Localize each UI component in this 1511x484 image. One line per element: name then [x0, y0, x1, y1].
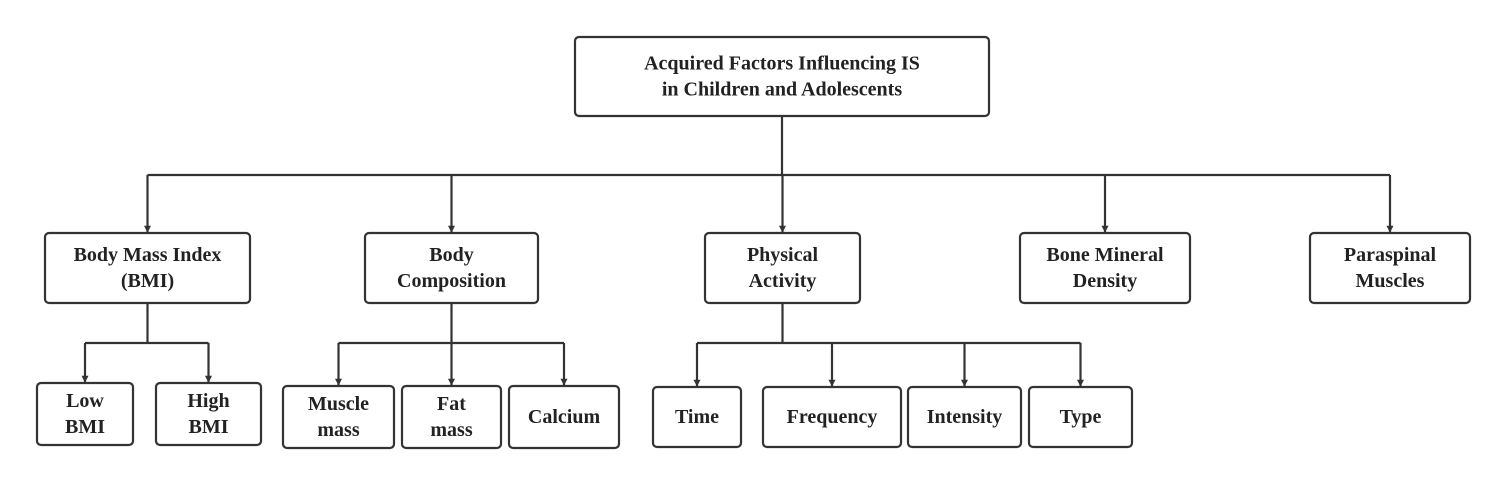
category-node-bmi-box [43, 231, 252, 305]
leaf-node-calcium-label-line-1: Calcium [528, 406, 601, 428]
leaf-node-low-bmi-box [35, 381, 135, 447]
leaf-node-high-bmi-label-line-1: High [187, 390, 229, 412]
category-node-bone-mineral-density-label-line-1: Bone Mineral [1046, 244, 1164, 266]
category-node-body-composition-box [363, 231, 540, 305]
leaf-node-calcium-box [507, 384, 621, 450]
leaf-node-frequency-label-line-1: Frequency [787, 406, 878, 428]
leaf-node-muscle-mass: Muscle mass [281, 384, 396, 450]
leaf-node-intensity: Intensity [906, 385, 1023, 449]
category-node-physical-activity-box [703, 231, 862, 305]
leaf-node-time: Time [651, 385, 743, 449]
leaf-node-muscle-mass-label-line-2: mass [317, 419, 359, 441]
leaf-node-type-label-line-1: Type [1060, 406, 1102, 428]
category-node-physical-activity-label-line-1: Physical [747, 244, 819, 266]
leaf-node-time-label-line-1: Time [675, 406, 719, 428]
leaf-node-type: Type [1027, 385, 1134, 449]
leaf-node-fat-mass: Fat mass [400, 384, 503, 450]
leaf-node-low-bmi-label-line-1: Low [66, 390, 104, 412]
root-node: Acquired Factors Influencing IS in Childr… [573, 35, 991, 118]
leaf-node-frequency-box [761, 385, 903, 449]
connector-layer [81, 116, 1394, 387]
category-node-bmi-label-line-1: Body Mass Index [74, 244, 222, 266]
root-node-box [573, 35, 991, 118]
leaf-node-muscle-mass-box [281, 384, 396, 450]
leaf-node-muscle-mass-label-line-1: Muscle [308, 393, 369, 415]
leaf-node-fat-mass-label-line-1: Fat [437, 393, 466, 415]
category-node-bmi-label-line-2: (BMI) [121, 270, 174, 292]
leaf-node-intensity-label-line-1: Intensity [927, 406, 1003, 428]
category-node-body-composition-label-line-2: Composition [397, 270, 506, 292]
leaf-node-high-bmi-label-line-2: BMI [189, 416, 229, 438]
leaf-node-calcium: Calcium [507, 384, 621, 450]
leaf-node-high-bmi-box [154, 381, 263, 447]
root-node-label-line-2: in Children and Adolescents [662, 79, 902, 101]
node-layer: Acquired Factors Influencing IS in Childr… [35, 35, 1472, 450]
category-node-physical-activity-label-line-2: Activity [749, 270, 817, 292]
leaf-node-fat-mass-label-line-2: mass [430, 419, 472, 441]
leaf-node-time-box [651, 385, 743, 449]
category-node-paraspinal-muscles-label-line-1: Paraspinal [1344, 244, 1437, 266]
leaf-node-frequency: Frequency [761, 385, 903, 449]
leaf-node-type-box [1027, 385, 1134, 449]
category-node-bmi: Body Mass Index (BMI) [43, 231, 252, 305]
root-node-label-line-1: Acquired Factors Influencing IS [644, 53, 920, 75]
leaf-node-intensity-box [906, 385, 1023, 449]
category-node-bone-mineral-density-box [1018, 231, 1192, 305]
category-node-paraspinal-muscles-box [1308, 231, 1472, 305]
leaf-node-fat-mass-box [400, 384, 503, 450]
category-node-bone-mineral-density-label-line-2: Density [1073, 270, 1137, 292]
category-node-body-composition-label-line-1: Body [429, 244, 473, 266]
leaf-node-low-bmi-label-line-2: BMI [65, 416, 105, 438]
category-node-paraspinal-muscles-label-line-2: Muscles [1356, 270, 1425, 292]
